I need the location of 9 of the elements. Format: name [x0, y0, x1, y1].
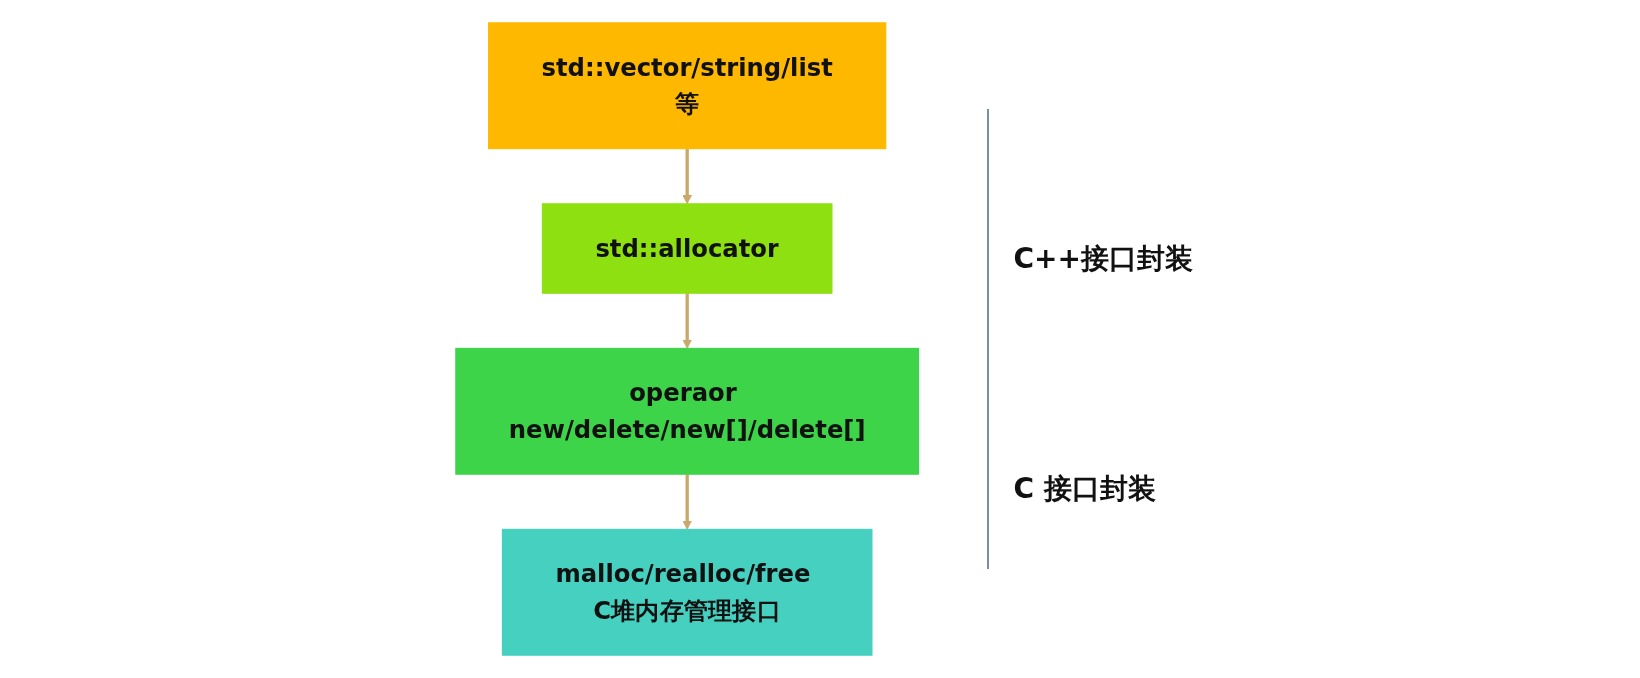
- node-box: malloc/realloc/free C堆内存管理接口: [501, 528, 873, 656]
- arrow: [682, 293, 693, 349]
- node-box: std::vector/string/list等: [488, 22, 887, 150]
- node-box: std::allocator: [541, 203, 833, 294]
- annotation-label: C++接口封装: [1013, 241, 1193, 277]
- annotation-label: C 接口封装: [1013, 471, 1156, 507]
- arrow: [682, 148, 693, 205]
- node-box: operaor new/delete/new[]/delete[]: [455, 347, 920, 475]
- arrow: [682, 474, 693, 530]
